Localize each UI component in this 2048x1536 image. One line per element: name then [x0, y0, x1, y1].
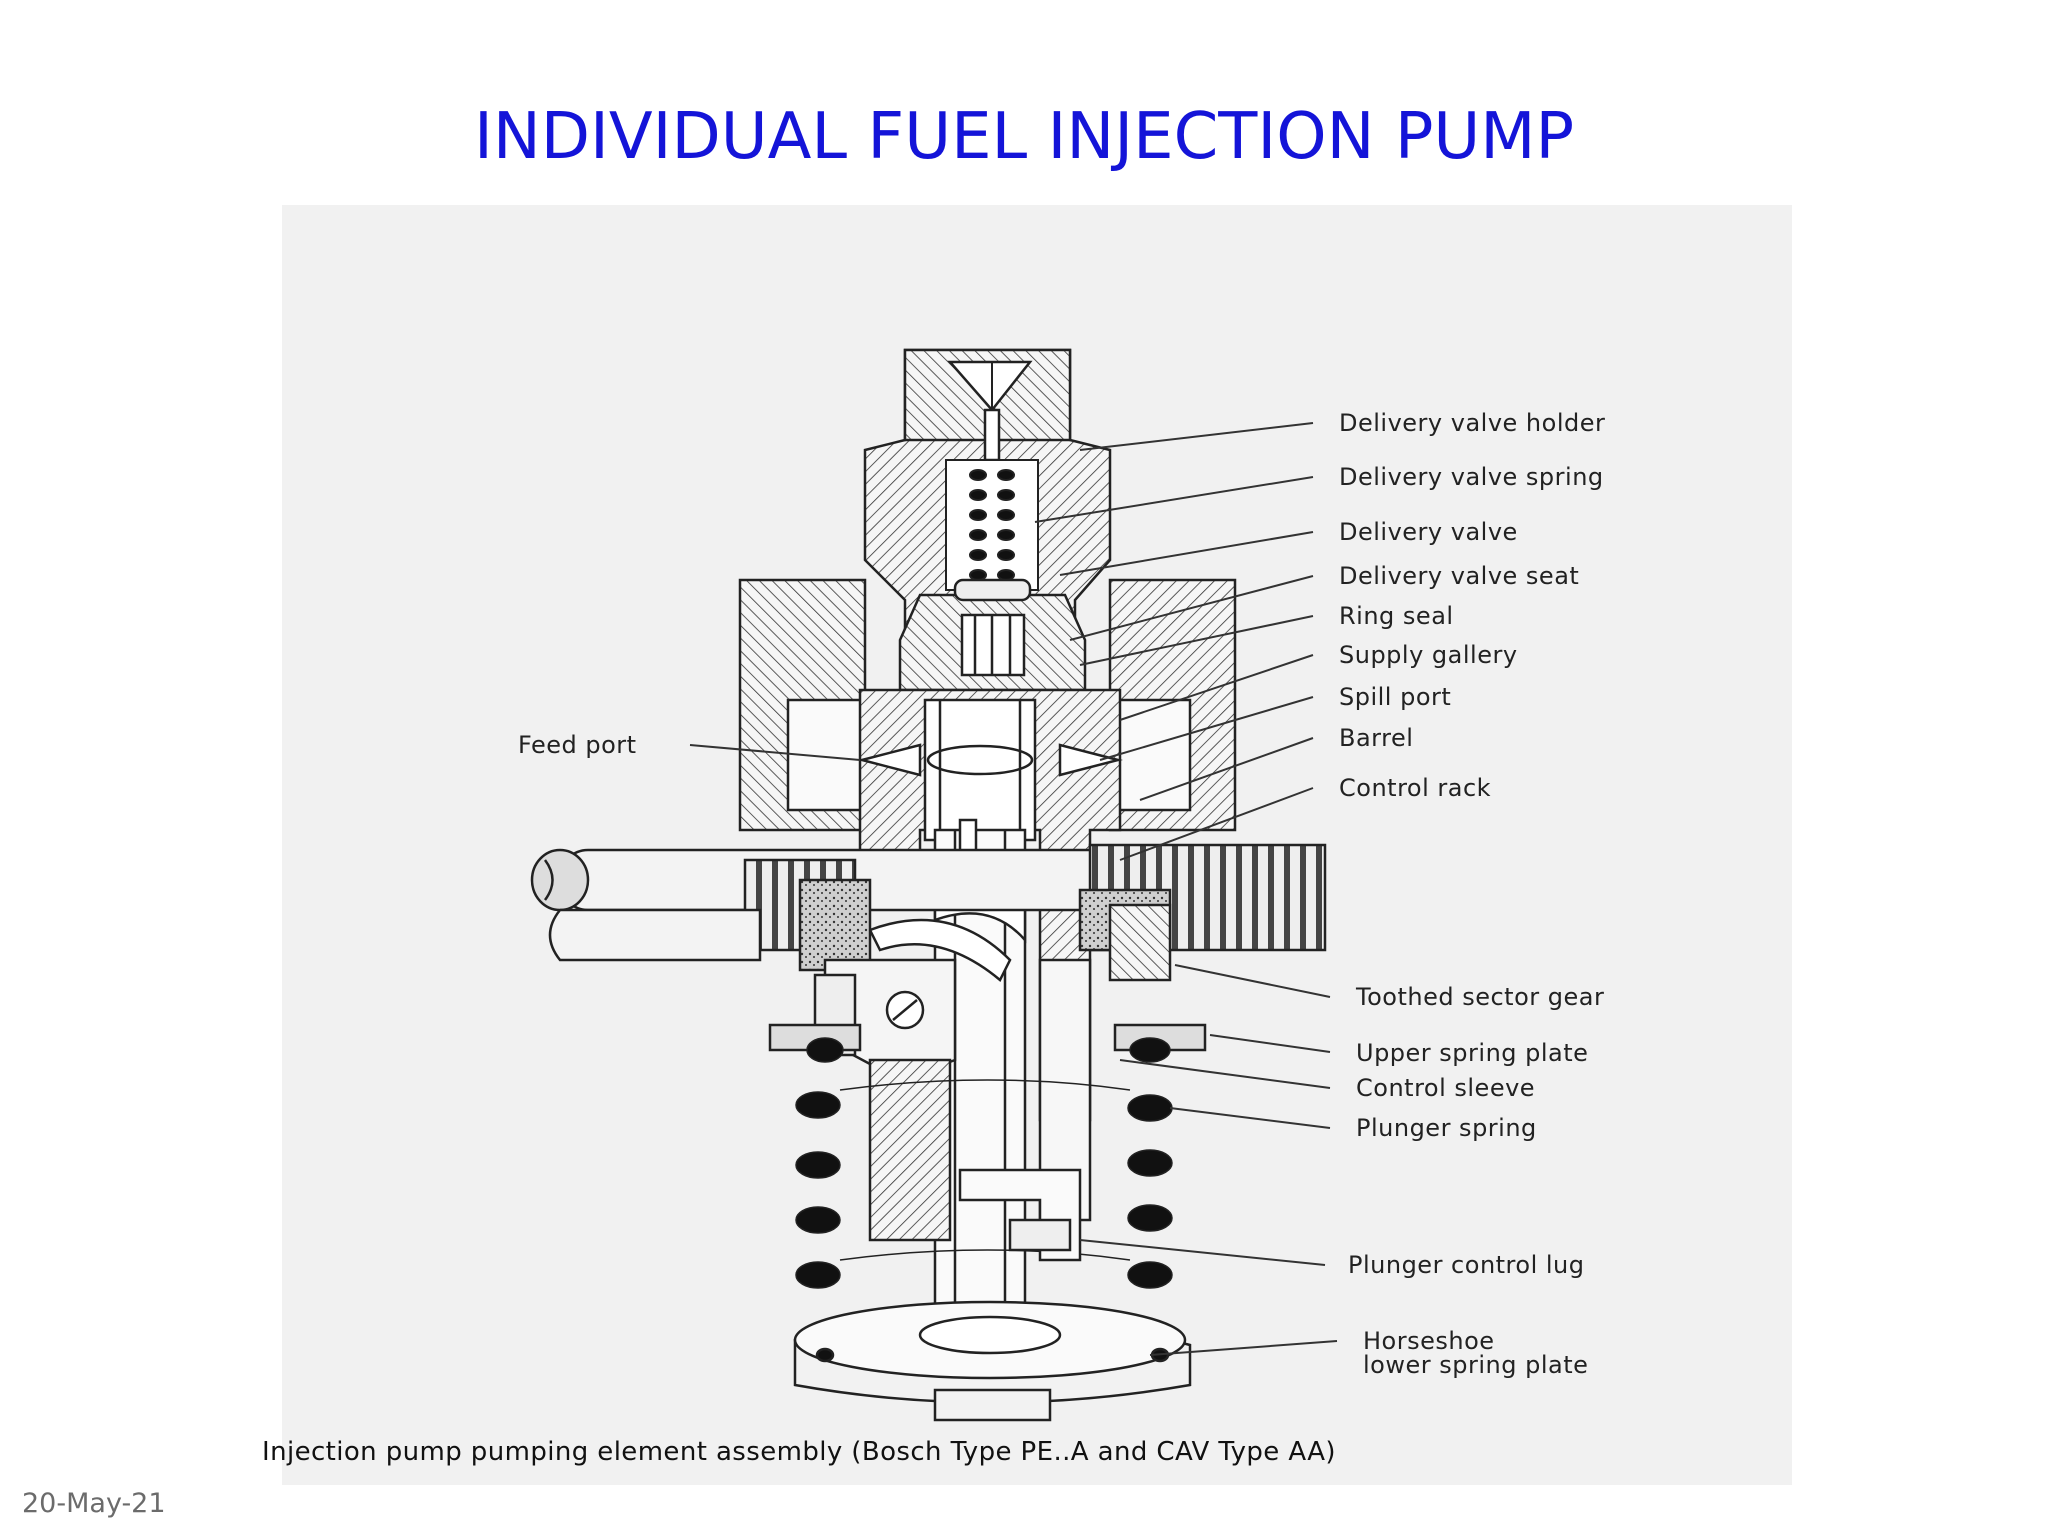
toothed-sector-gear — [798, 878, 1172, 982]
horseshoe-lower-spring-plate — [793, 1300, 1192, 1422]
label-feed-port: Feed port — [518, 731, 637, 759]
label-lower-spring-plate: lower spring plate — [1363, 1351, 1589, 1379]
label-delivery-valve-seat: Delivery valve seat — [1339, 562, 1580, 590]
label-plunger-spring: Plunger spring — [1356, 1114, 1537, 1142]
label-barrel: Barrel — [1339, 724, 1414, 752]
leader-lines — [689, 422, 1338, 1356]
slide-date: 20-May-21 — [22, 1488, 166, 1519]
label-control-sleeve: Control sleeve — [1356, 1074, 1536, 1102]
pump-housing — [738, 578, 1237, 832]
label-spill-port: Spill port — [1339, 683, 1452, 711]
label-delivery-valve: Delivery valve — [1339, 518, 1518, 546]
label-delivery-valve-holder: Delivery valve holder — [1339, 409, 1606, 437]
label-supply-gallery: Supply gallery — [1339, 641, 1518, 669]
figure-caption: Injection pump pumping element assembly … — [262, 1437, 1336, 1467]
label-plunger-control-lug: Plunger control lug — [1348, 1251, 1585, 1279]
plunger-spring — [795, 1037, 1173, 1289]
label-horseshoe: Horseshoe — [1363, 1327, 1495, 1355]
control-sleeve — [813, 958, 1092, 1242]
delivery-valve-seat — [898, 578, 1087, 692]
label-ring-seal: Ring seal — [1339, 602, 1454, 630]
label-upper-spring-plate: Upper spring plate — [1356, 1039, 1589, 1067]
plunger-control-lug — [958, 1168, 1082, 1262]
label-toothed-sector-gear: Toothed sector gear — [1356, 983, 1605, 1011]
delivery-valve-spring — [945, 459, 1039, 591]
label-delivery-valve-spring: Delivery valve spring — [1339, 463, 1604, 491]
slide-title: INDIVIDUAL FUEL INJECTION PUMP — [473, 100, 1575, 174]
label-control-rack: Control rack — [1339, 774, 1492, 802]
